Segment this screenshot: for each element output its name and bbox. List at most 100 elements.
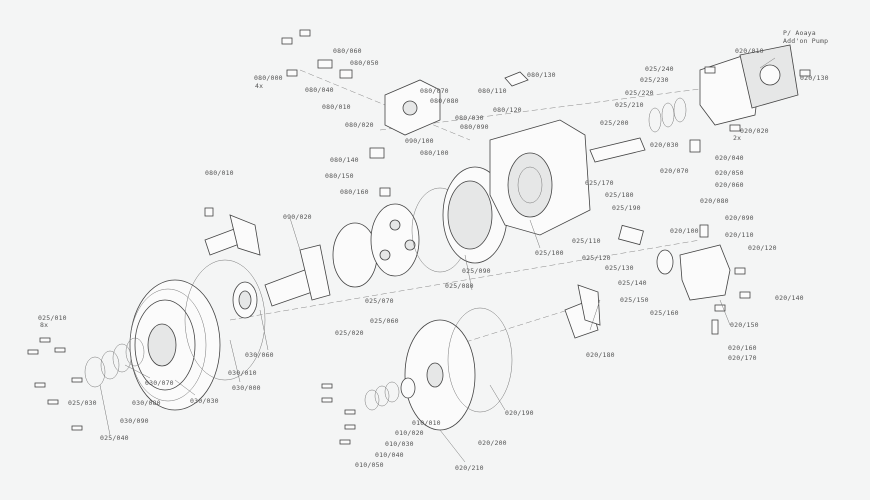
part-label: 025/180: [605, 191, 634, 199]
output-flange-right: [564, 284, 601, 339]
part-label: 025/110: [572, 237, 601, 245]
part-label: 025/200: [600, 119, 629, 127]
bolts-right: [704, 66, 811, 312]
part-label: 080/120: [493, 106, 522, 114]
part-label: 080/060: [333, 47, 362, 55]
part-label: 080/110: [478, 87, 507, 95]
part-label: 025/210: [615, 101, 644, 109]
part-label: 025/070: [365, 297, 394, 305]
output-shaft: [204, 214, 261, 256]
part-label: 020/030: [650, 141, 679, 149]
spline-shaft: [264, 244, 331, 307]
part-label: 080/090: [460, 123, 489, 131]
part-label: 020/160: [728, 344, 757, 352]
part-label: 025/120: [582, 254, 611, 262]
part-label: 020/020: [740, 127, 769, 135]
bearing: [232, 281, 258, 319]
part-label: 080/040: [305, 86, 334, 94]
part-label: 020/180: [586, 351, 615, 359]
part-label: 025/160: [650, 309, 679, 317]
part-label: 020/110: [725, 231, 754, 239]
input-shaft: [589, 137, 646, 163]
part-label: 020/140: [775, 294, 804, 302]
note-pump-sub: Add'on Pump: [783, 37, 829, 45]
note-qty-8x: 8x: [40, 321, 49, 329]
part-label: 030/060: [245, 351, 274, 359]
part-label: 020/060: [715, 181, 744, 189]
part-label: 025/130: [605, 264, 634, 272]
main-housing: [489, 119, 591, 236]
seal-stack-lower: [364, 377, 416, 411]
gasket-ring-left: [184, 259, 266, 381]
part-label: 080/020: [345, 121, 374, 129]
part-label: 010/010: [412, 419, 441, 427]
part-label: 025/010: [38, 314, 67, 322]
part-label: 080/160: [340, 188, 369, 196]
part-label: 025/020: [335, 329, 364, 337]
part-label: 080/010: [205, 169, 234, 177]
part-label: 020/010: [735, 47, 764, 55]
end-housing-left: [129, 279, 221, 411]
part-label: 020/170: [728, 354, 757, 362]
part-label: 020/120: [748, 244, 777, 252]
bolts-left: [27, 337, 83, 431]
part-label: 080/080: [430, 97, 459, 105]
part-label: 080/150: [325, 172, 354, 180]
leader-lines: [99, 57, 776, 463]
part-label: 080/000: [254, 74, 283, 82]
part-label: 020/150: [730, 321, 759, 329]
small-fittings-mid: [204, 139, 719, 335]
part-label: 020/100: [670, 227, 699, 235]
part-label: 080/070: [420, 87, 449, 95]
planet-carrier: [332, 203, 420, 288]
part-label: 090/020: [283, 213, 312, 221]
part-label: 025/230: [640, 76, 669, 84]
part-label: 020/130: [800, 74, 829, 82]
part-label: 020/070: [660, 167, 689, 175]
part-label: 025/080: [445, 282, 474, 290]
part-label: 020/080: [700, 197, 729, 205]
part-label: 025/150: [620, 296, 649, 304]
part-label: 010/020: [395, 429, 424, 437]
part-label: 080/140: [330, 156, 359, 164]
part-label: 030/070: [145, 379, 174, 387]
part-label: 030/030: [190, 397, 219, 405]
part-label: 030/000: [232, 384, 261, 392]
part-label: 025/030: [68, 399, 97, 407]
part-label: 080/100: [420, 149, 449, 157]
part-label: 020/190: [505, 409, 534, 417]
small-fittings-top: [281, 29, 529, 87]
control-block: [384, 79, 441, 136]
seal-stack-left: [84, 337, 145, 388]
part-label: 080/010: [322, 103, 351, 111]
part-label: 025/100: [535, 249, 564, 257]
part-label: 010/040: [375, 451, 404, 459]
part-label: 080/130: [527, 71, 556, 79]
note-pump-title: P/ Aoaya: [783, 29, 816, 37]
part-label: 020/040: [715, 154, 744, 162]
part-label: 025/220: [625, 89, 654, 97]
seal-rings-right: [648, 97, 687, 133]
part-label: 025/090: [462, 267, 491, 275]
part-label: 025/190: [612, 204, 641, 212]
gasket-ring-lower: [447, 307, 513, 413]
part-label: 030/010: [228, 369, 257, 377]
part-label: 020/210: [455, 464, 484, 472]
part-label: 025/170: [585, 179, 614, 187]
note-qty-4x: 4x: [255, 82, 264, 90]
spring-valve: [618, 224, 644, 246]
valve-block: [656, 244, 731, 301]
bolts-lower: [321, 383, 356, 445]
part-label: 030/080: [132, 399, 161, 407]
end-housing-lower: [404, 319, 476, 431]
part-label: 025/060: [370, 317, 399, 325]
part-label: 010/030: [385, 440, 414, 448]
part-label: 030/090: [120, 417, 149, 425]
part-label: 080/050: [350, 59, 379, 67]
note-qty-2x: 2x: [733, 134, 742, 142]
part-label: 010/050: [355, 461, 384, 469]
add-on-pump: [699, 44, 799, 126]
part-label: 020/090: [725, 214, 754, 222]
